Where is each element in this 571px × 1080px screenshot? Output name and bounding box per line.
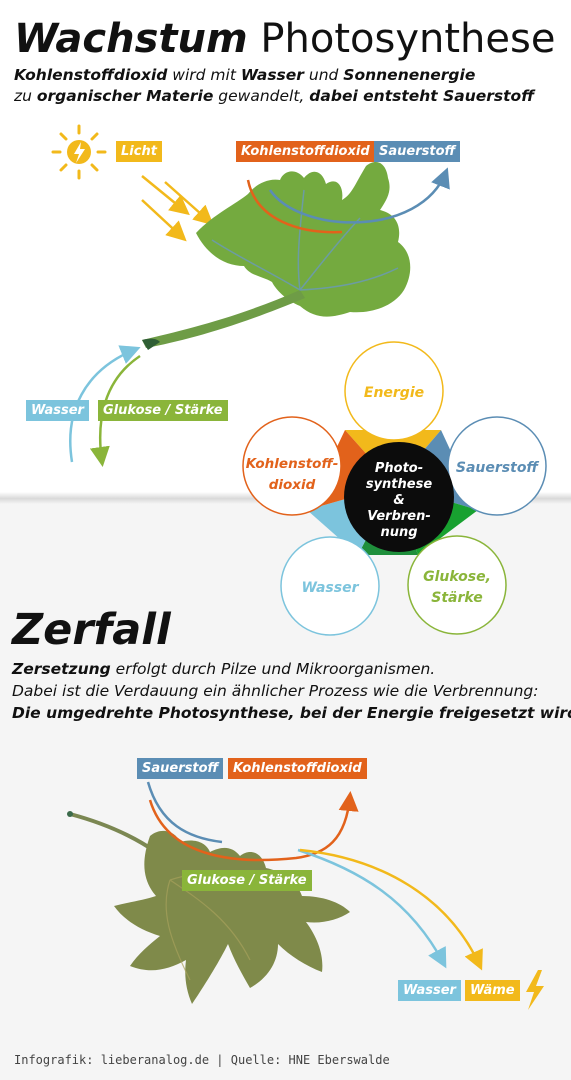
decay-line-2: Dabei ist die Verdauung ein ähnlicher Pr… [12,682,539,700]
cycle-center-4: Verbren- [367,509,431,524]
decay-text: erfolgt durch Pilze und Mikroorganismen. [110,660,436,678]
co2-in-arrow [246,179,343,234]
decay-o2-in-arrow [146,781,223,844]
subtitle-line-1: Kohlenstoffdioxid wird mit Wasser und So… [14,65,475,85]
cycle-label-glukose-2: Stärke [431,590,482,606]
footer-credit: Infografik: lieberanalog.de | Quelle: HN… [14,1053,390,1067]
cycle-label-kohlen-2: dioxid [269,477,316,493]
cycle-label-energie: Energie [364,385,424,401]
label-wasser: Wasser [26,400,89,421]
decay-heat-arrow [299,848,483,971]
page-title: Wachstum Photosynthese [14,14,555,64]
decay-label-waerme: Wäme [465,980,520,1001]
cycle-label-glukose-1: Glukose, [423,569,491,585]
cycle-node-sauerstoff [447,416,547,516]
subtitle-word: organischer Materie [36,87,214,105]
cycle-label-kohlen-1: Kohlenstoff- [246,456,339,472]
title-light: Photosynthese [260,16,556,62]
light-arrows [141,175,214,242]
cycle-node-energie [344,341,444,441]
subtitle-word: dabei entsteht Sauerstoff [309,87,535,105]
decay-label-o2: Sauerstoff [137,758,224,779]
subtitle-word: Wasser [240,66,304,84]
title-bold: Wachstum [14,16,248,62]
sun-icon [51,124,107,180]
decay-label-co2: Kohlenstoffdioxid [228,758,367,779]
decay-title: Zerfall [12,605,171,655]
subtitle-text: wird mit [167,66,241,84]
cycle-label-wasser: Wasser [301,580,359,596]
cycle-center-2: synthese [366,477,432,492]
subtitle-text: zu [14,87,37,105]
o2-out-arrow [268,167,450,224]
decay-co2-arrow [148,791,359,862]
decay-water-arrow [297,848,447,969]
decay-line-3: Die umgedrehte Photosynthese, bei der En… [12,704,571,722]
label-o2: Sauerstoff [374,141,461,162]
decay-label-glukose: Glukose / Stärke [182,870,312,891]
subtitle-line-2: zu organischer Materie gewandelt, dabei … [14,86,534,106]
cycle-diagram: Energie Sauerstoff Glukose, Stärke Wasse… [242,341,547,636]
subtitle-text: und [303,66,344,84]
decay-word: Zersetzung [12,660,111,678]
water-in-arrow [69,345,141,463]
decaying-leaf [67,811,350,1004]
cycle-center-1: Photo- [375,461,423,476]
label-co2: Kohlenstoffdioxid [236,141,375,162]
label-licht: Licht [116,141,162,162]
cycle-center [344,442,454,552]
cycle-label-sauerstoff: Sauerstoff [456,460,540,476]
label-glukose: Glukose / Stärke [98,400,228,421]
lightning-icon [526,970,544,1010]
cycle-node-kohlenstoff [242,416,342,516]
growing-leaf [142,162,411,350]
subtitle-word: Kohlenstoffdioxid [14,66,168,84]
cycle-node-glukose [407,535,507,635]
decay-label-wasser: Wasser [398,980,461,1001]
cycle-center-5: nung [380,525,417,540]
subtitle-text: gewandelt, [213,87,310,105]
subtitle-word: Sonnenenergie [343,66,476,84]
cycle-center-3: & [393,493,404,508]
decay-line-1: Zersetzung erfolgt durch Pilze und Mikro… [12,659,435,679]
cycle-node-wasser [280,536,380,636]
